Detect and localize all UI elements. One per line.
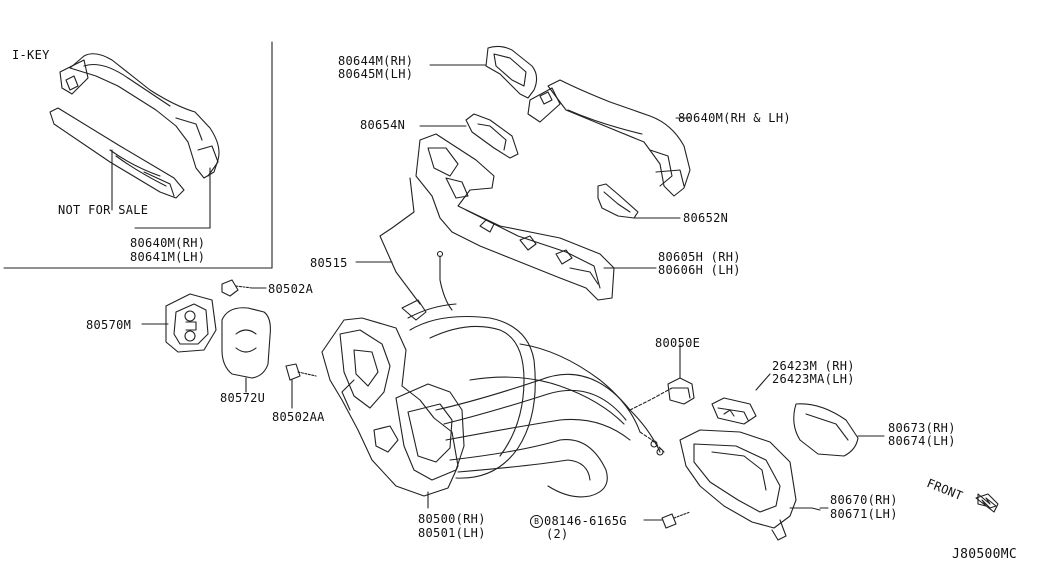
screw-80502aa xyxy=(285,363,317,409)
label-80606h: 80606H (LH) xyxy=(658,263,741,277)
seal-80652n xyxy=(597,183,681,219)
label-80654n: 80654N xyxy=(360,118,406,132)
label-08146-qty: (2) xyxy=(546,527,569,541)
bracket-80654n xyxy=(419,113,519,159)
handle-escutcheon-80644m xyxy=(429,45,538,99)
label-26423m: 26423M (RH) xyxy=(772,359,855,373)
label-80572u: 80572U xyxy=(220,391,266,405)
inset-antenna-key-unit xyxy=(49,107,211,229)
clip-80050e xyxy=(667,343,695,405)
label-26423ma: 26423MA(LH) xyxy=(772,372,855,386)
handle-frame-80605h xyxy=(415,133,657,301)
escutcheon-80673 xyxy=(793,403,885,457)
screw-80502a xyxy=(221,279,267,297)
label-80673: 80673(RH) xyxy=(888,421,956,435)
antenna-26423m xyxy=(711,373,771,425)
inset-frame xyxy=(3,41,273,269)
label-80674: 80674(LH) xyxy=(888,434,956,448)
label-80502aa: 80502AA xyxy=(272,410,325,424)
inset-title: I-KEY xyxy=(12,48,50,62)
label-80670: 80670(RH) xyxy=(830,493,898,507)
label-80645m: 80645M(LH) xyxy=(338,67,414,81)
inside-handle-80670 xyxy=(679,429,829,541)
outside-handle-main xyxy=(527,79,691,197)
label-80644m: 80644M(RH) xyxy=(338,54,414,68)
not-for-sale-note: NOT FOR SALE xyxy=(58,203,149,217)
cable-upper xyxy=(436,250,453,311)
label-80570m: 80570M xyxy=(86,318,132,332)
label-80671: 80671(LH) xyxy=(830,507,898,521)
label-80502a: 80502A xyxy=(268,282,314,296)
striker-cover-80572u xyxy=(221,307,271,393)
bolt-08146 xyxy=(643,511,691,529)
front-arrow-icon xyxy=(975,493,999,513)
rod-80515 xyxy=(355,177,421,305)
bolt-symbol-icon: B xyxy=(530,515,543,528)
inset-outside-handle xyxy=(59,53,220,179)
label-80641m: 80641M(LH) xyxy=(130,250,206,264)
door-lock-80500 xyxy=(321,299,465,509)
diagram-code: J80500MC xyxy=(952,547,1018,562)
label-80640m-inset: 80640M(RH) xyxy=(130,236,206,250)
label-08146: 08146-6165G xyxy=(544,514,627,528)
label-80640m-main: 80640M(RH & LH) xyxy=(678,111,791,125)
label-80652n: 80652N xyxy=(683,211,729,225)
label-80501: 80501(LH) xyxy=(418,526,486,540)
label-80500: 80500(RH) xyxy=(418,512,486,526)
label-80050e: 80050E xyxy=(655,336,701,350)
label-80605h: 80605H (RH) xyxy=(658,250,741,264)
striker-80570m xyxy=(141,293,217,353)
label-80515: 80515 xyxy=(310,256,348,270)
lock-cables xyxy=(407,303,673,498)
